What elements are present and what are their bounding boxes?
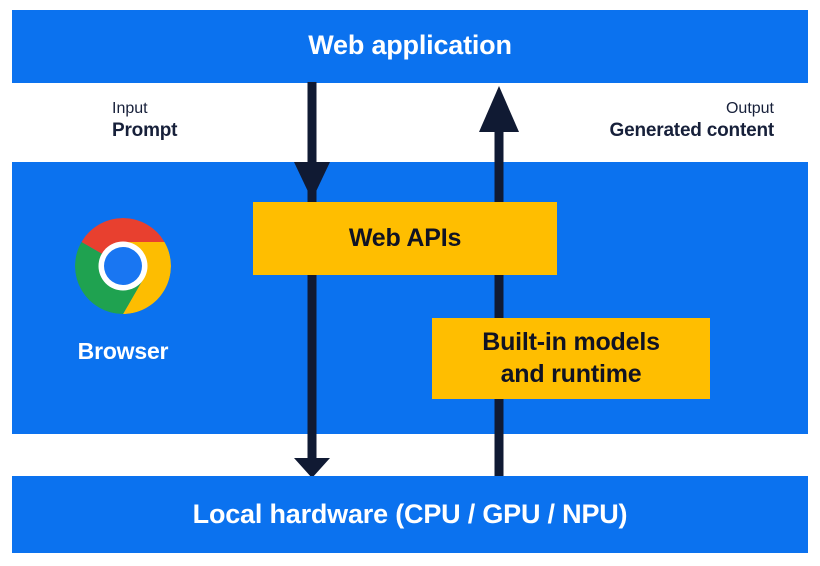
flow-output-value: Generated content (609, 119, 775, 141)
band-web-application: Web application (12, 10, 808, 83)
chrome-logo-icon (75, 218, 171, 314)
flow-label-output: Output Generated content (609, 99, 775, 142)
flow-label-input: Input Prompt (112, 99, 178, 142)
flow-input-kind: Input (112, 100, 148, 117)
box-builtin-models[interactable]: Built-in models and runtime (432, 318, 710, 399)
flow-input-value: Prompt (112, 119, 178, 141)
arrow-down-icon (294, 82, 330, 478)
box-builtin-models-label: Built-in models and runtime (482, 328, 660, 388)
arrow-up-icon (479, 86, 519, 478)
band-local-hardware-label: Local hardware (CPU / GPU / NPU) (192, 499, 628, 529)
band-local-hardware: Local hardware (CPU / GPU / NPU) (12, 476, 808, 553)
browser-label: Browser (77, 338, 169, 364)
box-web-apis-label: Web APIs (348, 223, 462, 252)
flow-output-kind: Output (725, 100, 774, 117)
box-web-apis[interactable]: Web APIs (253, 202, 557, 275)
band-web-application-label: Web application (308, 30, 512, 60)
